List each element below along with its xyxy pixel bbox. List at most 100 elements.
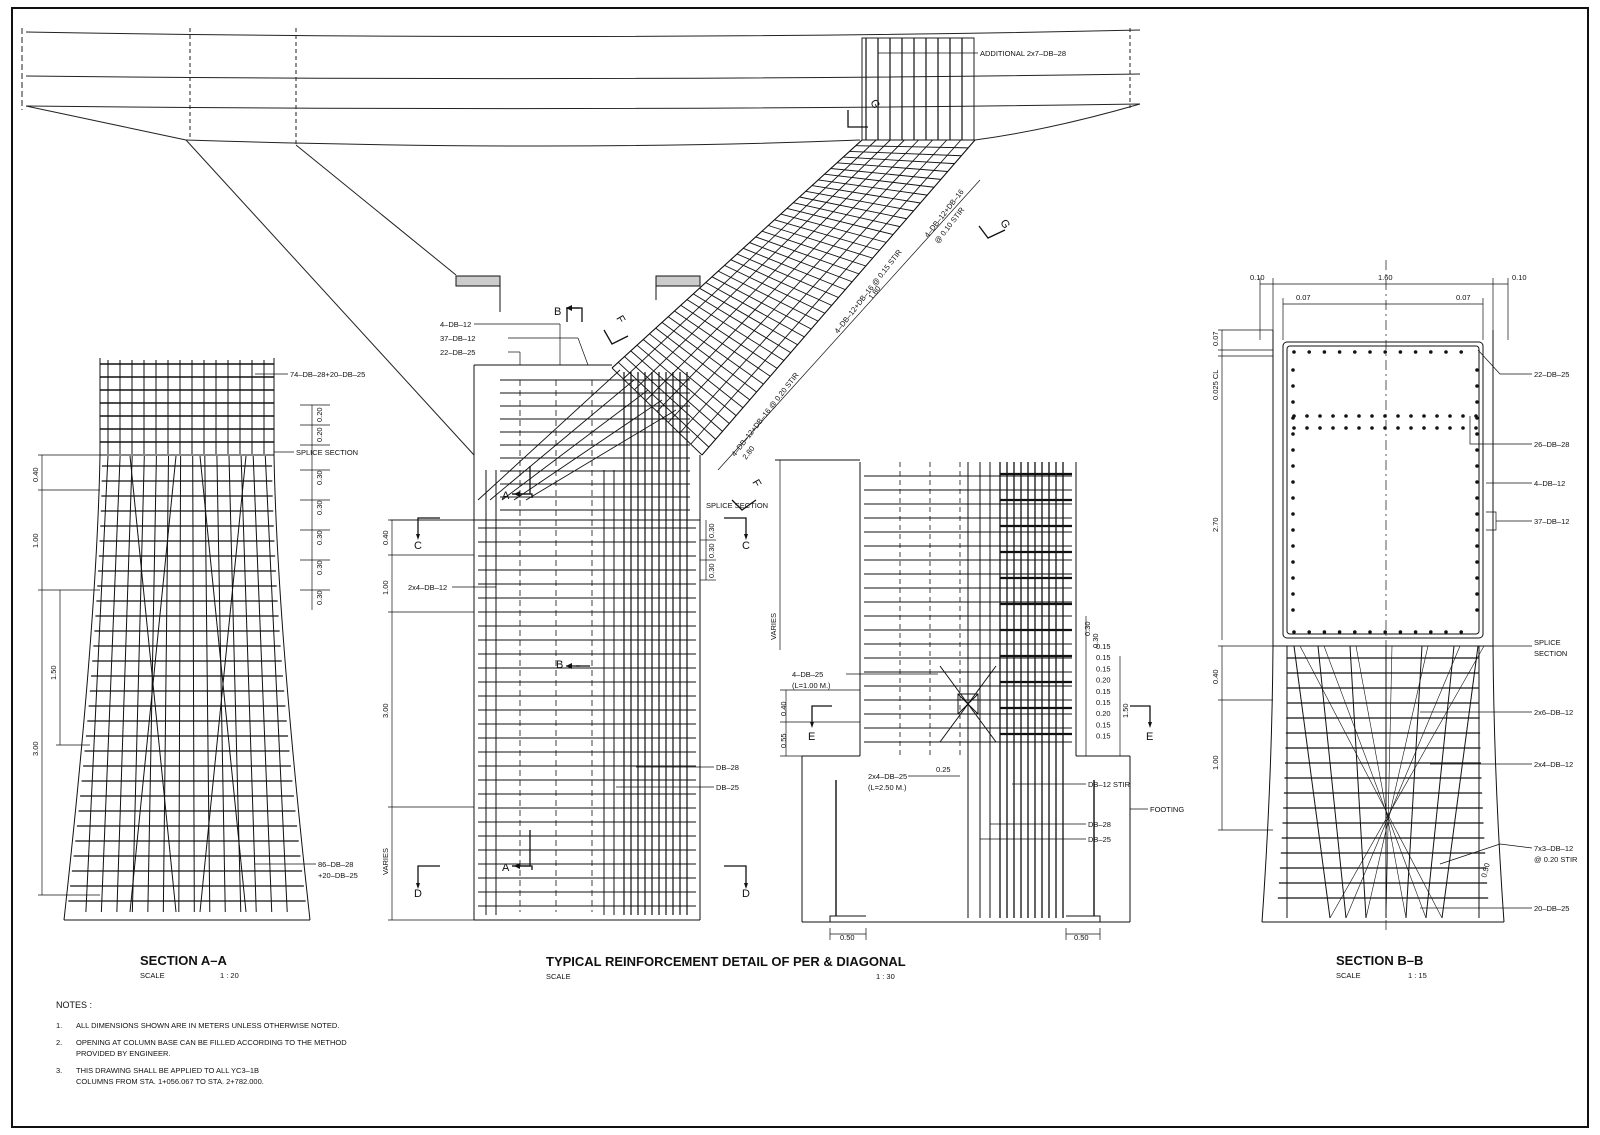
sec-a-flare-bar [192, 455, 195, 913]
sec-b-bar-dot [1475, 464, 1479, 468]
diagonal-stirrup [655, 327, 751, 401]
main-dim-030c: 0.30 [707, 563, 716, 578]
diagonal-stirrup [843, 156, 955, 165]
sec-b-bar-dot [1337, 630, 1342, 634]
diagonal-stirrup [743, 247, 846, 291]
sec-b-bar-dot [1291, 368, 1295, 372]
sec-b-bar-dot [1396, 426, 1400, 430]
sec-b-bar-dot [1475, 448, 1479, 452]
cut-marker-g-right [978, 225, 1006, 239]
sec-b-bar-dot [1459, 630, 1463, 634]
sec-b-bar-dot [1422, 414, 1426, 418]
sec-b-bar-dot [1475, 368, 1479, 372]
diagonal-stirrup [824, 173, 935, 188]
sec-a-flare-bar [85, 455, 109, 913]
sec-b-h100: 1.00 [1211, 755, 1220, 770]
sec-b-bar-dot [1292, 426, 1296, 430]
note-3-num: 3. [56, 1066, 62, 1075]
sec-a-cross-bar [129, 455, 177, 913]
sec-a-flare-bar [216, 455, 226, 913]
sec-b-bar-dot [1291, 448, 1295, 452]
diagonal-stirrup [693, 293, 791, 354]
elev-dim-050-left: 0.50 [840, 933, 855, 942]
sec-b-bar-4: 37–DB–12 [1534, 517, 1569, 526]
diagonal-stirrup [811, 185, 921, 204]
diagonal-stirrup [636, 344, 730, 424]
sec-b-bar-dot [1291, 528, 1295, 532]
sec-b-bar-dot [1307, 350, 1311, 354]
sec-b-cl: 0.025 CL [1211, 370, 1220, 400]
diagonal-stirrup [642, 339, 737, 416]
sec-b-bar-dot [1475, 592, 1479, 596]
sec-b-bar-dot [1337, 350, 1342, 354]
elev-spacing-value: 0.15 [1096, 642, 1111, 651]
sec-a-flare-bar [204, 455, 211, 913]
sec-a-flare-bar [147, 455, 157, 913]
diagonal-stirrup [793, 202, 901, 228]
elev-bar-2b: (L=2.50 M.) [868, 783, 907, 792]
diagonal-stirrup [699, 287, 798, 346]
diagonal-stirrup [786, 207, 894, 235]
sec-b-dims [1218, 260, 1509, 930]
sec-b-bar-dot [1448, 414, 1452, 418]
sec-b-bar-dot [1475, 560, 1479, 564]
sec-b-bar-dot [1422, 426, 1426, 430]
sec-b-bar-dot [1398, 630, 1403, 634]
cut-e-arrows [810, 722, 1152, 728]
sec-a-top-bars-label: 74–DB–28+20–DB–25 [290, 370, 365, 379]
elev-bars [835, 462, 1095, 918]
diagonal-stirrup [749, 242, 853, 283]
sec-b-cross-bar [1345, 645, 1461, 919]
sec-b-h270: 2.70 [1211, 517, 1220, 532]
note-2-line-2: PROVIDED BY ENGINEER. [76, 1049, 170, 1058]
sec-a-flare-bar [100, 455, 121, 913]
main-dim-100: 1.00 [381, 580, 390, 595]
sec-b-cross-bar [1385, 645, 1393, 919]
sec-b-bar-dot [1475, 608, 1479, 612]
main-dim-030b: 0.30 [707, 543, 716, 558]
main-db28-label: DB–28 [716, 763, 739, 772]
diagonal-stirrup [686, 299, 785, 361]
sec-b-bar-dot [1357, 414, 1361, 418]
sec-a-dim-100: 1.00 [31, 533, 40, 548]
diagonal-stirrup [724, 264, 826, 314]
sec-b-bar-dot [1475, 416, 1479, 420]
sec-b-bar-dot [1368, 630, 1372, 634]
sec-b-cross-bar [1299, 645, 1443, 919]
elev-spacing-value: 0.15 [1096, 720, 1111, 729]
elev-db28: DB–28 [1088, 820, 1111, 829]
diagonal-stirrup [830, 168, 941, 180]
sec-b-bar-2: 26–DB–28 [1534, 440, 1569, 449]
sec-a-bot-bars-label-2: +20–DB–25 [318, 871, 358, 880]
sec-b-bar-dot [1291, 480, 1295, 484]
sec-b-bar-dot [1429, 630, 1433, 634]
elev-bar-1: 4–DB–25 [792, 670, 823, 679]
sec-b-bar-5: 2x6–DB–12 [1534, 708, 1573, 717]
sheet-border [11, 7, 1589, 1128]
diagonal-stirrup [736, 253, 839, 298]
sec-b-bar-dot [1435, 426, 1439, 430]
sec-b-bar-dot [1291, 560, 1295, 564]
diagonal-stirrup [718, 270, 819, 322]
elev-dims [779, 460, 1121, 940]
sec-b-bar-dot [1413, 350, 1418, 354]
sec-b-bar-dot [1444, 630, 1448, 634]
sec-b-flare-bar [1293, 645, 1331, 919]
diagonal-stirrup [855, 145, 969, 149]
sec-b-bar-dot [1398, 350, 1403, 354]
main-bar-label-1: 4–DB–12 [440, 320, 471, 329]
cut-marker-g-top [847, 110, 868, 128]
sec-b-bar-dot [1370, 426, 1374, 430]
sec-b-bar-dot [1396, 414, 1400, 418]
sec-a-flare-bar [162, 455, 169, 913]
sec-b-bar-dot [1368, 350, 1372, 354]
main-dim-030a: 0.30 [707, 523, 716, 538]
sec-b-bar-dot [1475, 544, 1479, 548]
sec-b-bar-dot [1475, 576, 1479, 580]
diagonal-stirrup [624, 356, 716, 440]
diagonal-stirrup [774, 219, 880, 251]
sec-b-bar-dot [1305, 426, 1309, 430]
notes-heading: NOTES : [56, 1000, 92, 1010]
sec-a-dim-030d: 0.30 [315, 560, 324, 575]
sec-a-dim-040: 0.40 [31, 467, 40, 482]
